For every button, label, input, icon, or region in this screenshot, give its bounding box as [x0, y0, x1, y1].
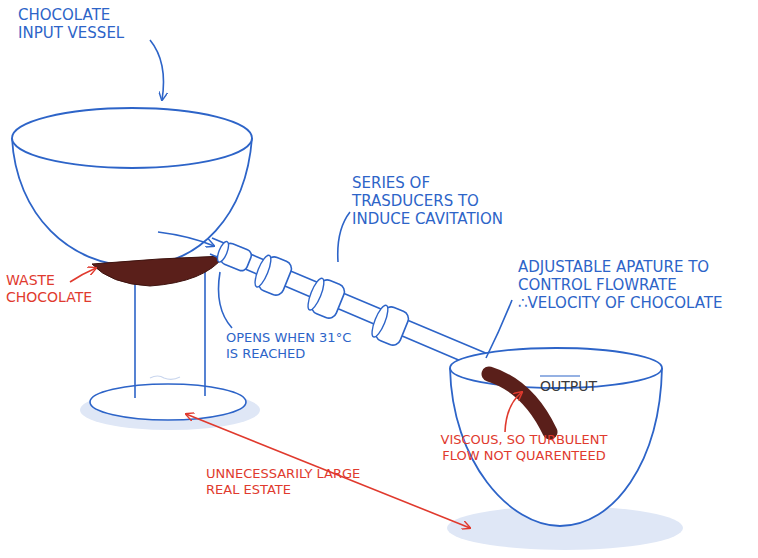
leader-arrow — [150, 40, 164, 100]
dimension-arrow — [186, 414, 470, 528]
leader-arrow — [70, 268, 96, 282]
transducer-end — [305, 276, 327, 311]
stand-base — [90, 384, 246, 420]
leader-arrow — [158, 232, 214, 246]
transducer-end — [252, 253, 274, 288]
stand-pillar — [135, 268, 205, 398]
annotation-label: ADJUSTABLE APATURE TO CONTROL FLOWRATE ∴… — [518, 258, 756, 312]
input-bowl-rim — [12, 108, 252, 168]
valve — [215, 240, 253, 272]
valve-end — [215, 240, 231, 263]
annotation-label: CHOCOLATE INPUT VESSEL — [18, 6, 148, 42]
annotation-label: OPENS WHEN 31°C IS REACHED — [226, 330, 356, 361]
leader-line — [338, 212, 350, 262]
pipe — [210, 238, 488, 370]
annotation-label: SERIES OF TRASDUCERS TO INDUCE CAVITATIO… — [352, 174, 534, 228]
annotation-label: OUTPUT — [540, 378, 620, 395]
annotation-label: WASTE CHOCOLATE — [6, 272, 102, 306]
leader-arrow — [505, 392, 522, 432]
annotation-label: VISCOUS, SO TURBULENT FLOW NOT QUARENTEE… — [424, 432, 624, 463]
leader-line — [219, 272, 233, 328]
transducer — [252, 253, 294, 298]
transducer — [369, 303, 411, 348]
transducer — [305, 276, 347, 321]
leader-line — [486, 300, 512, 358]
transducer-end — [369, 303, 391, 338]
output-mark — [540, 375, 580, 376]
annotation-label: UNNECESSARILY LARGE REAL ESTATE — [206, 466, 368, 497]
pillar-texture — [150, 376, 180, 379]
waste-chocolate — [92, 256, 224, 286]
